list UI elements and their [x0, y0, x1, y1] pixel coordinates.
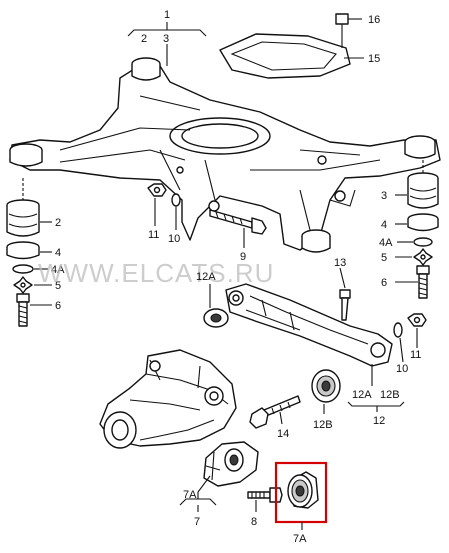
label-12: 12 — [373, 415, 385, 427]
washer-4a-left[interactable] — [12, 264, 34, 274]
label-7a-box: 7A — [293, 533, 307, 545]
label-13: 13 — [334, 257, 346, 269]
label-1: 1 — [164, 9, 170, 21]
star-washer-5-right[interactable] — [413, 248, 433, 266]
washer-4-right[interactable] — [407, 213, 439, 232]
bushing-12b-lower[interactable] — [311, 369, 341, 403]
label-14: 14 — [277, 428, 289, 440]
washer-10-left[interactable] — [171, 193, 181, 207]
label-5-right: 5 — [381, 252, 387, 264]
label-12a: 12A — [352, 389, 372, 401]
label-16: 16 — [368, 14, 380, 26]
label-11-left: 11 — [148, 229, 159, 241]
label-9: 9 — [240, 251, 246, 263]
washer-4-left[interactable] — [6, 241, 40, 260]
crossmember-12[interactable] — [225, 283, 393, 367]
label-2-left: 2 — [55, 217, 61, 229]
washer-4a-right[interactable] — [413, 237, 433, 247]
label-12b: 12B — [380, 389, 400, 401]
bolt-8[interactable] — [247, 487, 283, 503]
subframe[interactable] — [9, 57, 441, 253]
bolt-14[interactable] — [249, 395, 301, 429]
label-4a-left: 4A — [51, 264, 65, 276]
bushing-12a-upper[interactable] — [203, 308, 229, 328]
label-12a-top: 12A — [196, 271, 216, 283]
bolt-6-left[interactable] — [16, 293, 30, 327]
label-2-top: 2 — [141, 33, 147, 45]
label-7: 7 — [194, 516, 200, 528]
label-10-right: 10 — [396, 363, 408, 375]
label-3-top: 3 — [163, 33, 169, 45]
label-15: 15 — [368, 53, 380, 65]
label-4-right-text: 4 — [381, 219, 387, 231]
bushing-3-right[interactable] — [407, 172, 439, 209]
nut-11-left[interactable] — [147, 183, 167, 197]
label-4-left: 4 — [55, 247, 61, 259]
highlight-box — [274, 461, 328, 524]
watermark: WWW.ELCATS.RU — [38, 258, 274, 288]
label-3-right: 3 — [381, 190, 387, 202]
bolt-13[interactable] — [339, 289, 351, 321]
differential-housing[interactable] — [99, 349, 237, 449]
bracket-7[interactable] — [203, 441, 259, 487]
bolt-9[interactable] — [209, 209, 267, 235]
label-7a-left: 7A — [183, 489, 197, 501]
bushing-7a-highlighted[interactable] — [274, 461, 328, 524]
washer-10-right[interactable] — [393, 322, 403, 338]
label-4a-right: 4A — [379, 237, 393, 249]
star-washer-5-left[interactable] — [13, 276, 33, 294]
bolt-16[interactable] — [335, 13, 362, 48]
label-6-right: 6 — [381, 277, 387, 289]
cover-plate[interactable] — [219, 33, 351, 79]
bracket-1: 1 2 3 — [127, 9, 207, 66]
label-8: 8 — [251, 516, 257, 528]
label-6-left: 6 — [55, 300, 61, 312]
bushing-2-left[interactable] — [6, 199, 40, 237]
label-10-left: 10 — [168, 233, 180, 245]
bolt-6-right[interactable] — [416, 265, 430, 299]
label-12b-lower: 12B — [313, 419, 333, 431]
label-5-left: 5 — [55, 280, 61, 292]
label-11-right: 11 — [410, 349, 421, 361]
nut-11-right[interactable] — [407, 313, 427, 327]
